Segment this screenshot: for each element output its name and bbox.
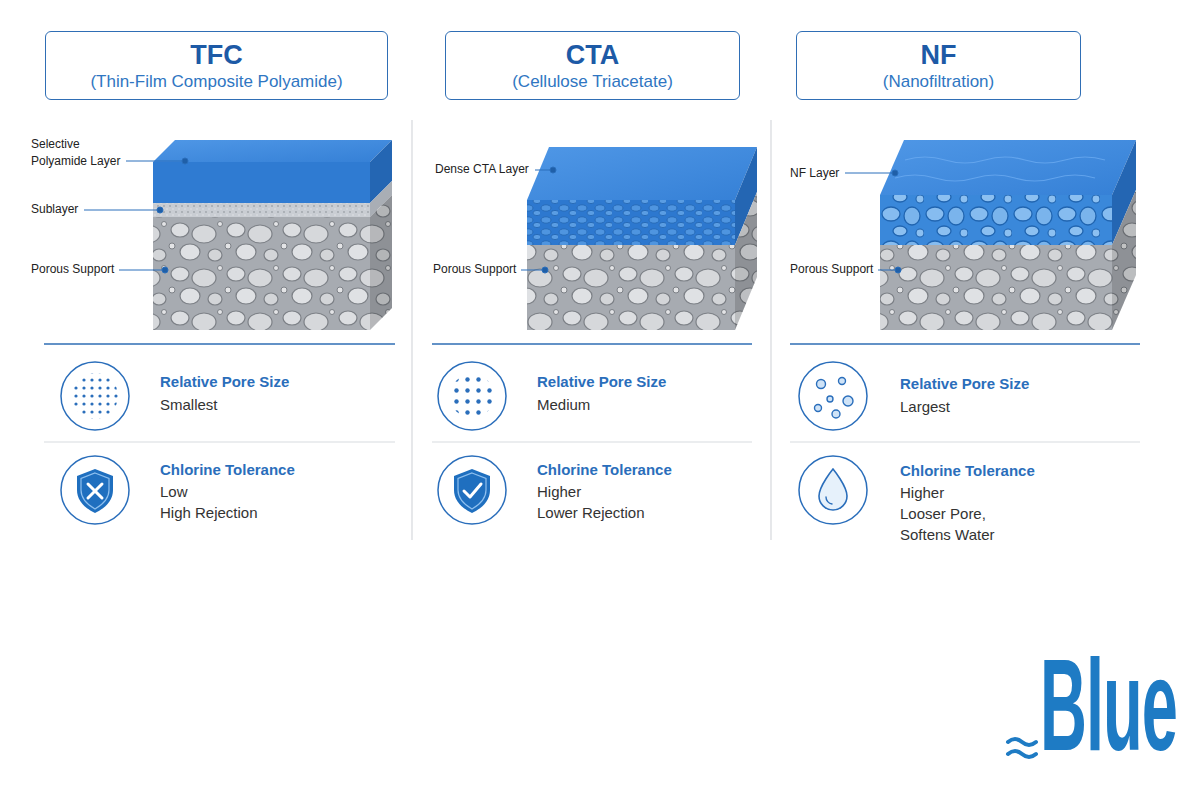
row-separator [44,344,1140,442]
leader-line [84,158,901,273]
header-subtitle: (Nanofiltration) [883,71,995,93]
header-box: CTA(Cellulose Triacetate) [445,31,740,100]
logo-text: Blue [1040,640,1177,770]
layer-label: Sublayer [31,201,78,218]
row-value: Medium [537,395,590,415]
row-value: Softens Water [900,525,994,545]
row-value: Lower Rejection [537,503,645,523]
column-divider [411,120,412,540]
row-value: Higher [537,482,581,502]
column-divider [770,120,771,540]
header-title: TFC [190,39,242,71]
row-heading: Relative Pore Size [537,372,666,392]
layer-label: Porous Support [31,261,114,278]
header-subtitle: (Cellulose Triacetate) [512,71,673,93]
chlorine-icon [61,456,867,524]
nf-membrane-block [880,140,1136,330]
header-title: NF [921,39,957,71]
layer-label: Selective Polyamide Layer [31,136,131,170]
row-heading: Relative Pore Size [900,374,1029,394]
row-value: Low [160,482,188,502]
row-value: High Rejection [160,503,258,523]
row-heading: Chlorine Tolerance [160,460,295,480]
row-value: Higher [900,483,944,503]
layer-label: Porous Support [790,261,873,278]
header-subtitle: (Thin-Film Composite Polyamide) [90,71,342,93]
layer-label: Porous Support [433,261,516,278]
layer-label: Dense CTA Layer [435,161,529,178]
row-heading: Chlorine Tolerance [537,460,672,480]
row-heading: Relative Pore Size [160,372,289,392]
logo-wave [1008,739,1036,757]
row-value: Largest [900,397,950,417]
header-title: CTA [566,39,620,71]
row-value: Smallest [160,395,218,415]
tfc-membrane-block [153,140,392,330]
header-box: TFC(Thin-Film Composite Polyamide) [45,31,388,100]
row-heading: Chlorine Tolerance [900,461,1035,481]
cta-membrane-block [527,147,757,330]
row-value: Looser Pore, [900,504,986,524]
header-box: NF(Nanofiltration) [796,31,1081,100]
layer-label: NF Layer [790,165,839,182]
pore-icon [61,362,867,430]
